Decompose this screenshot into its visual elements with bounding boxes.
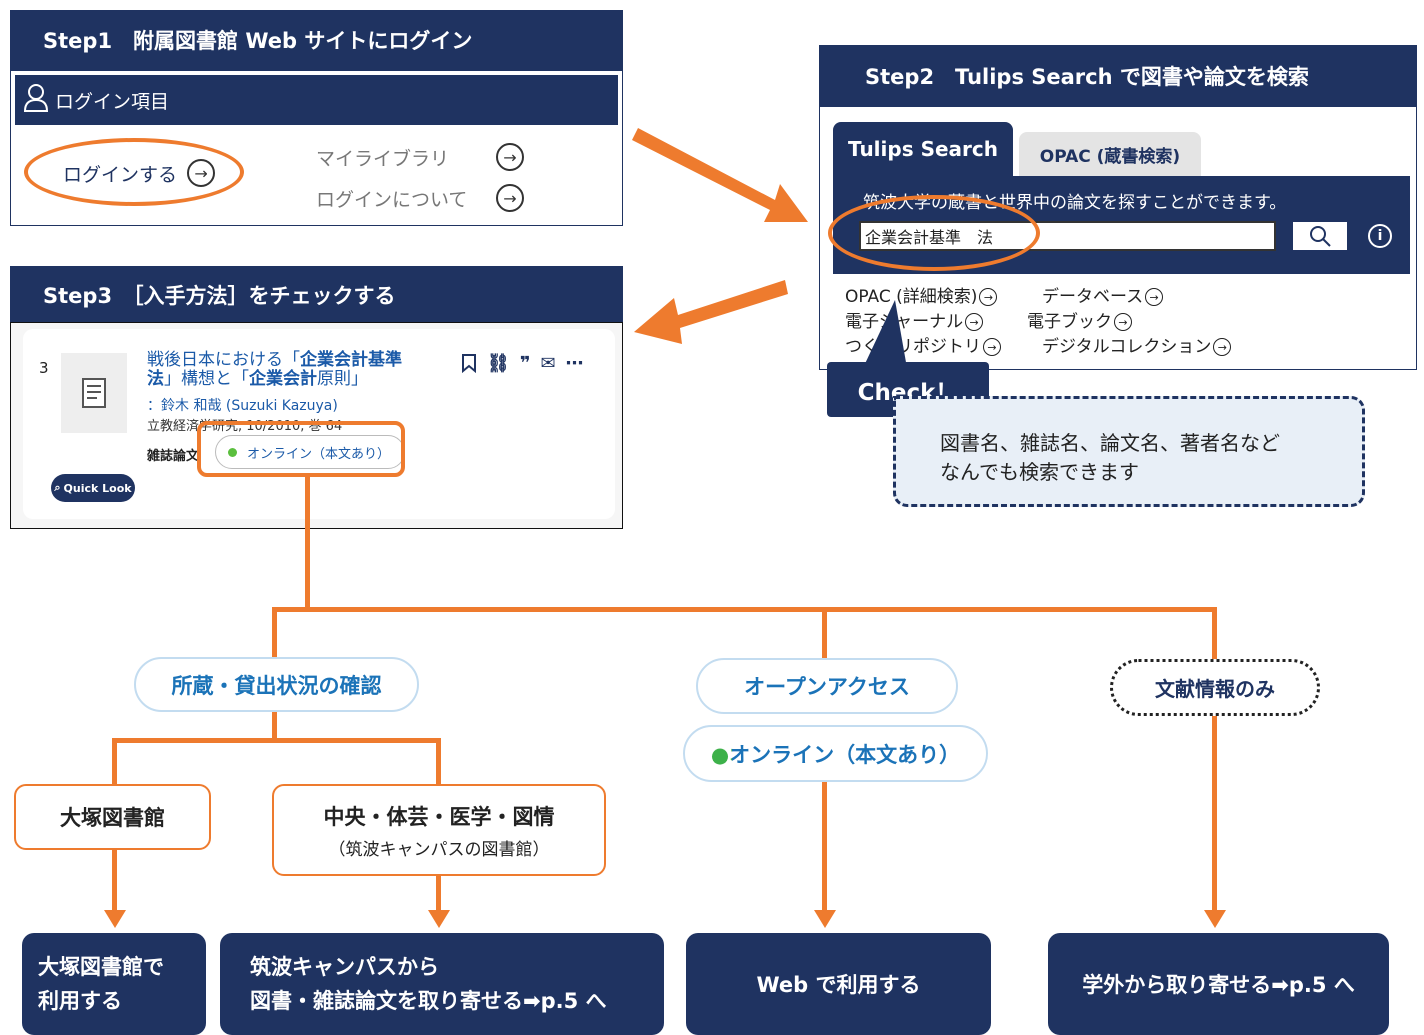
outcome-external: 学外から取り寄せる➡p.5 へ	[1048, 933, 1389, 1035]
flow-line	[272, 708, 277, 740]
online-badge-highlight	[197, 421, 405, 477]
document-icon	[82, 378, 106, 408]
flow-line	[1212, 607, 1217, 663]
arrow-circle-icon: →	[1213, 338, 1232, 356]
flow-line	[112, 738, 117, 786]
login-header-label: ログイン項目	[55, 90, 170, 113]
outcome-otsuka: 大塚図書館で 利用する	[22, 933, 206, 1035]
tab-opac[interactable]: OPAC (蔵書検索)	[1019, 132, 1201, 176]
result-number: 3	[39, 359, 49, 377]
open-access-pill: オープンアクセス	[696, 658, 958, 714]
my-library-label: マイライブラリ	[316, 147, 450, 170]
search-button[interactable]	[1293, 222, 1347, 250]
link-database[interactable]: データベース→	[1042, 285, 1164, 310]
arrowhead-icon	[104, 910, 126, 928]
result-type: 雑誌論文	[147, 449, 200, 464]
outcome-tsukuba: 筑波キャンパスから 図書・雑誌論文を取り寄せる➡p.5 へ	[220, 933, 664, 1035]
magnifier-icon: ⌕	[54, 481, 61, 494]
info-icon[interactable]: i	[1368, 224, 1392, 248]
search-highlight-ring	[828, 195, 1040, 271]
mail-icon[interactable]: ✉	[540, 353, 556, 374]
search-callout: 図書名、雑誌名、論文名、著者名など なんでも検索できます	[893, 396, 1365, 507]
arrow-circle-icon: →	[496, 143, 524, 171]
tsukuba-libraries-box: 中央・体芸・医学・図情 （筑波キャンパスの図書館）	[272, 784, 606, 876]
more-icon[interactable]: ⋯	[565, 353, 584, 374]
step3-title: Step3 ［入手方法］をチェックする	[10, 266, 623, 324]
online-pill: ●オンライン（本文あり）	[683, 725, 988, 782]
arrow-circle-icon: →	[983, 338, 1001, 356]
otsuka-library-box: 大塚図書館	[14, 784, 211, 850]
arrow-circle-icon: →	[496, 184, 524, 212]
biblio-only-pill: 文献情報のみ	[1110, 659, 1320, 716]
flow-line	[1212, 714, 1217, 913]
otsuka-library-label: 大塚図書館	[60, 806, 165, 830]
arrow-step2-to-step3	[634, 280, 788, 344]
flow-line	[822, 780, 827, 913]
check-pointer	[863, 300, 907, 368]
outcome-web: Web で利用する	[686, 933, 991, 1035]
arrowhead-icon	[814, 910, 836, 928]
flow-line	[305, 475, 310, 610]
result-thumbnail	[61, 353, 127, 433]
link-ejournal[interactable]: 電子ジャーナル→	[845, 310, 1027, 335]
login-header: ログイン項目	[15, 75, 618, 125]
link-opac-detail[interactable]: OPAC (詳細検索)→	[845, 285, 1042, 310]
arrow-circle-icon: →	[979, 288, 998, 306]
flow-line	[272, 607, 277, 664]
result-author[interactable]: ：鈴木 和哉 (Suzuki Kazuya)	[147, 398, 338, 414]
step2-title: Step2 Tulips Search で図書や論文を検索	[819, 45, 1417, 107]
about-login-link[interactable]: ログインについて →	[316, 184, 524, 212]
online-badge[interactable]: オンライン（本文あり）	[215, 435, 405, 469]
tsukuba-libraries-sub: （筑波キャンパスの図書館）	[328, 839, 550, 860]
online-badge-label: オンライン（本文あり）	[247, 446, 391, 462]
arrow-circle-icon: →	[1145, 288, 1164, 306]
link-ebook[interactable]: 電子ブック→	[1027, 310, 1132, 335]
arrowhead-icon	[1204, 910, 1226, 928]
flow-line	[112, 738, 440, 743]
result-actions: ⛓ ❞ ✉ ⋯	[461, 353, 584, 378]
holdings-pill: 所蔵・貸出状況の確認	[134, 657, 419, 712]
flow-line	[822, 607, 827, 662]
flow-line	[436, 873, 441, 913]
status-dot-icon	[228, 447, 237, 457]
arrow-circle-icon: →	[1114, 313, 1132, 331]
bookmark-icon[interactable]	[461, 353, 477, 378]
flow-line	[112, 848, 117, 913]
arrow-circle-icon: →	[965, 313, 984, 331]
step1-panel: ログイン項目 ログインする → マイライブラリ → ログインについて →	[10, 70, 623, 226]
quick-look-button[interactable]: ⌕Quick Look	[51, 474, 135, 502]
user-icon	[23, 83, 49, 118]
my-library-link[interactable]: マイライブラリ →	[316, 143, 524, 171]
tsukuba-libraries-label: 中央・体芸・医学・図情	[323, 804, 555, 829]
login-highlight-ring	[24, 138, 244, 206]
tab-tulips-search[interactable]: Tulips Search	[833, 122, 1013, 176]
result-title[interactable]: 戦後日本における「企業会計基準法」構想と「企業会計原則」	[147, 350, 402, 389]
about-login-label: ログインについて	[316, 188, 468, 211]
search-icon	[1310, 226, 1331, 247]
arrowhead-icon	[428, 910, 450, 928]
online-pill-label: ●オンライン（本文あり）	[711, 739, 960, 769]
arrow-step1-to-step2	[632, 128, 808, 222]
flow-line	[272, 607, 1217, 612]
flow-line	[436, 738, 441, 786]
step1-title: Step1 附属図書館 Web サイトにログイン	[10, 10, 623, 70]
link-digital-collection[interactable]: デジタルコレクション→	[1042, 335, 1232, 360]
step3-panel: 3 戦後日本における「企業会計基準法」構想と「企業会計原則」 ：鈴木 和哉 (S…	[10, 322, 623, 529]
link-icon[interactable]: ⛓	[487, 353, 510, 374]
quote-icon[interactable]: ❞	[519, 353, 531, 374]
